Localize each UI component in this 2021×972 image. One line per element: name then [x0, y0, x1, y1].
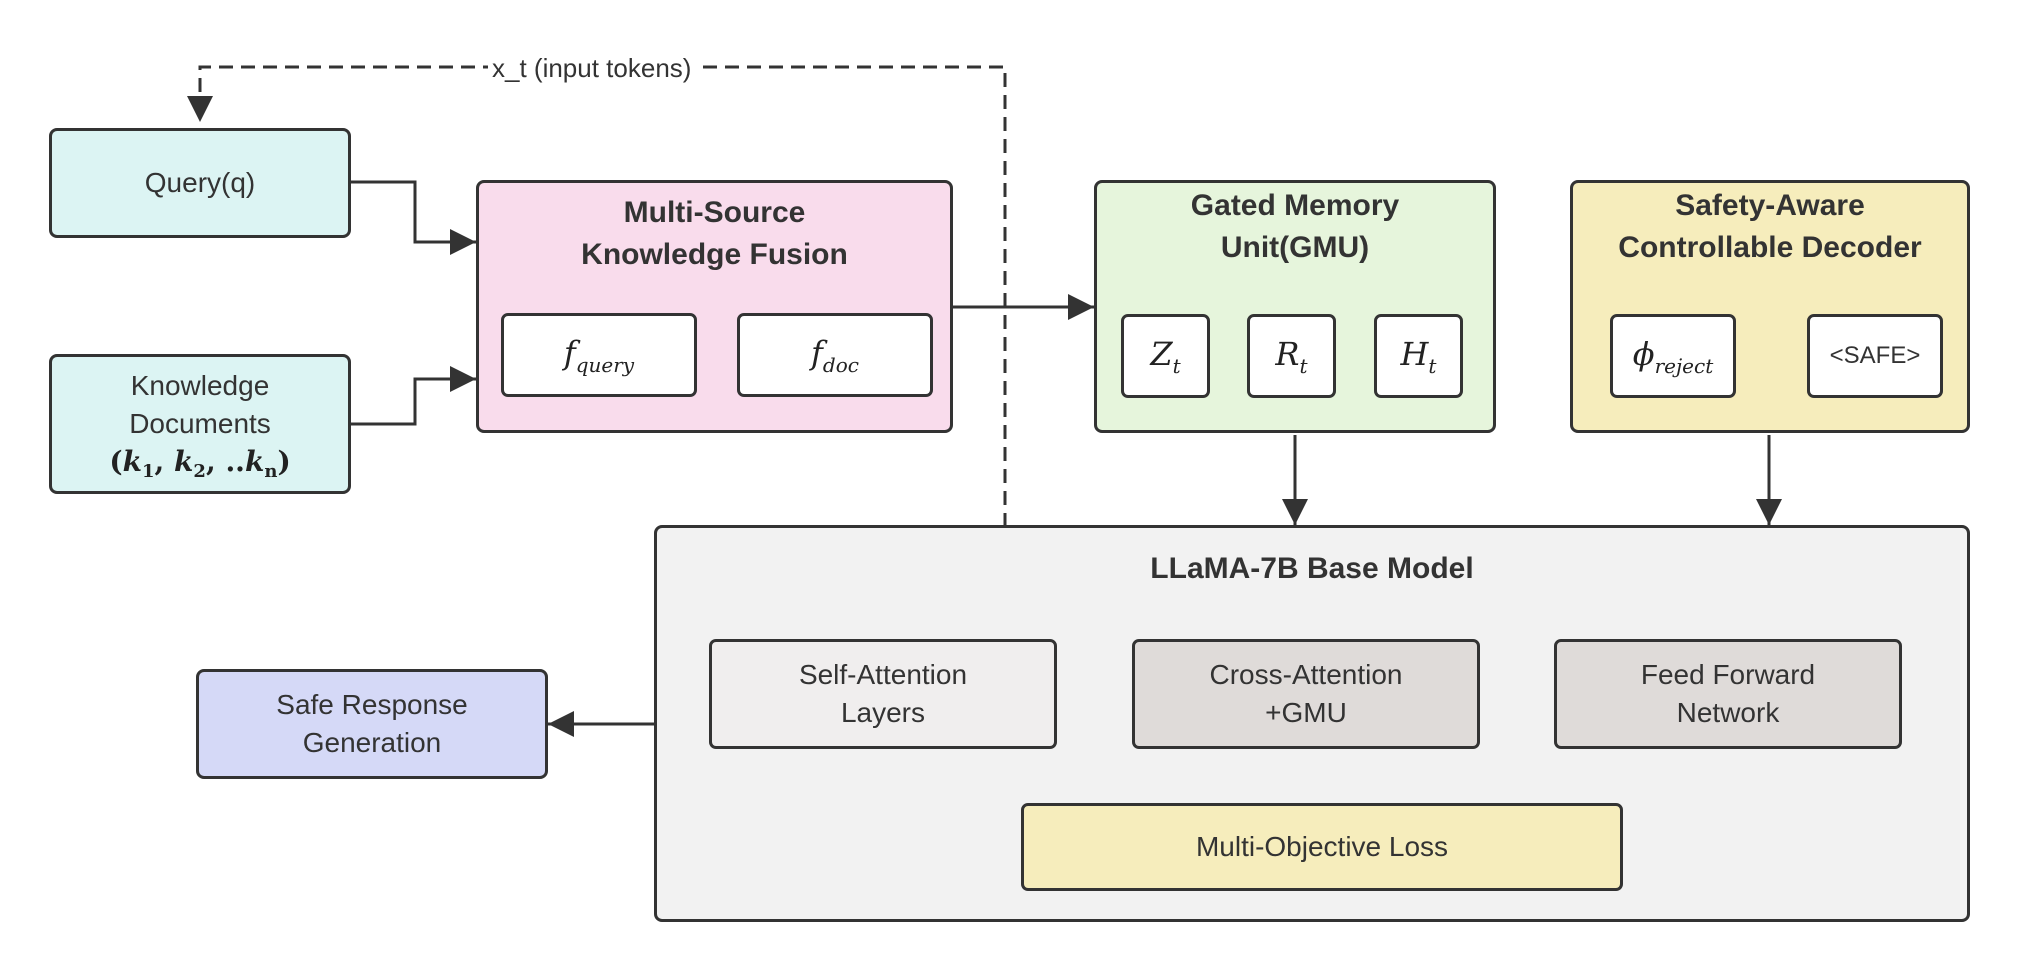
fusion-title-line1: Multi-Source — [623, 196, 806, 229]
self-attention-line1: Self-Attention — [798, 659, 968, 690]
decoder-title-line1: Safety-Aware — [1675, 189, 1865, 222]
fusion-node: Multi-Source Knowledge Fusion fquery fdo… — [476, 180, 953, 433]
self-attention-line2: Layers — [840, 697, 926, 728]
multi-objective-loss-box: Multi-Objective Loss — [1021, 803, 1623, 891]
query-to-fusion-edge — [351, 180, 476, 255]
cross-attention-line1: Cross-Attention — [1209, 659, 1403, 690]
gmu-title-line1: Gated Memory — [1190, 189, 1400, 222]
r-t-box: Rt — [1247, 314, 1336, 398]
phi-reject-math: ϕreject — [1632, 334, 1714, 378]
multi-objective-loss-label: Multi-Objective Loss — [1195, 831, 1449, 862]
z-t-math: Zt — [1150, 334, 1181, 378]
documents-math: (k1, k2, ..kn) — [109, 444, 291, 482]
documents-label-line1: Knowledge — [130, 369, 270, 401]
f-doc-math: fdoc — [811, 333, 859, 377]
feed-forward-line2: Network — [1676, 697, 1780, 728]
query-node: Query(q) — [49, 128, 351, 238]
documents-node: Knowledge Documents (k1, k2, ..kn) — [49, 354, 351, 494]
output-label-line2: Generation — [302, 727, 442, 758]
safe-token-box: <SAFE> — [1807, 314, 1943, 398]
input-tokens-label: x_t (input tokens) — [488, 52, 696, 84]
h-t-box: Ht — [1374, 314, 1463, 398]
gmu-node: Gated Memory Unit(GMU) Zt Rt Ht — [1094, 180, 1496, 433]
output-node: Safe Response Generation — [196, 669, 548, 779]
base-model-node: LLaMA-7B Base Model Self-Attention Layer… — [654, 525, 1970, 922]
f-query-box: fquery — [501, 313, 697, 397]
f-doc-box: fdoc — [737, 313, 933, 397]
self-attention-box: Self-Attention Layers — [709, 639, 1057, 749]
documents-label-line2: Documents — [129, 407, 271, 439]
feed-forward-line1: Feed Forward — [1640, 659, 1816, 690]
fusion-title-line2: Knowledge Fusion — [581, 238, 848, 271]
docs-to-fusion-edge — [351, 366, 476, 426]
h-t-math: Ht — [1400, 334, 1437, 378]
query-label: Query(q) — [144, 167, 256, 198]
phi-reject-box: ϕreject — [1610, 314, 1736, 398]
decoder-title-line2: Controllable Decoder — [1618, 231, 1922, 264]
z-t-box: Zt — [1121, 314, 1210, 398]
gmu-title-line2: Unit(GMU) — [1220, 231, 1370, 264]
decoder-node: Safety-Aware Controllable Decoder ϕrejec… — [1570, 180, 1970, 433]
feed-forward-box: Feed Forward Network — [1554, 639, 1902, 749]
output-label-line1: Safe Response — [276, 689, 468, 720]
r-t-math: Rt — [1275, 334, 1308, 378]
safe-token-label: <SAFE> — [1829, 342, 1921, 369]
base-model-title: LLaMA-7B Base Model — [1150, 552, 1474, 585]
f-query-math: fquery — [563, 333, 635, 377]
cross-attention-line2: +GMU — [1265, 697, 1347, 728]
cross-attention-box: Cross-Attention +GMU — [1132, 639, 1480, 749]
